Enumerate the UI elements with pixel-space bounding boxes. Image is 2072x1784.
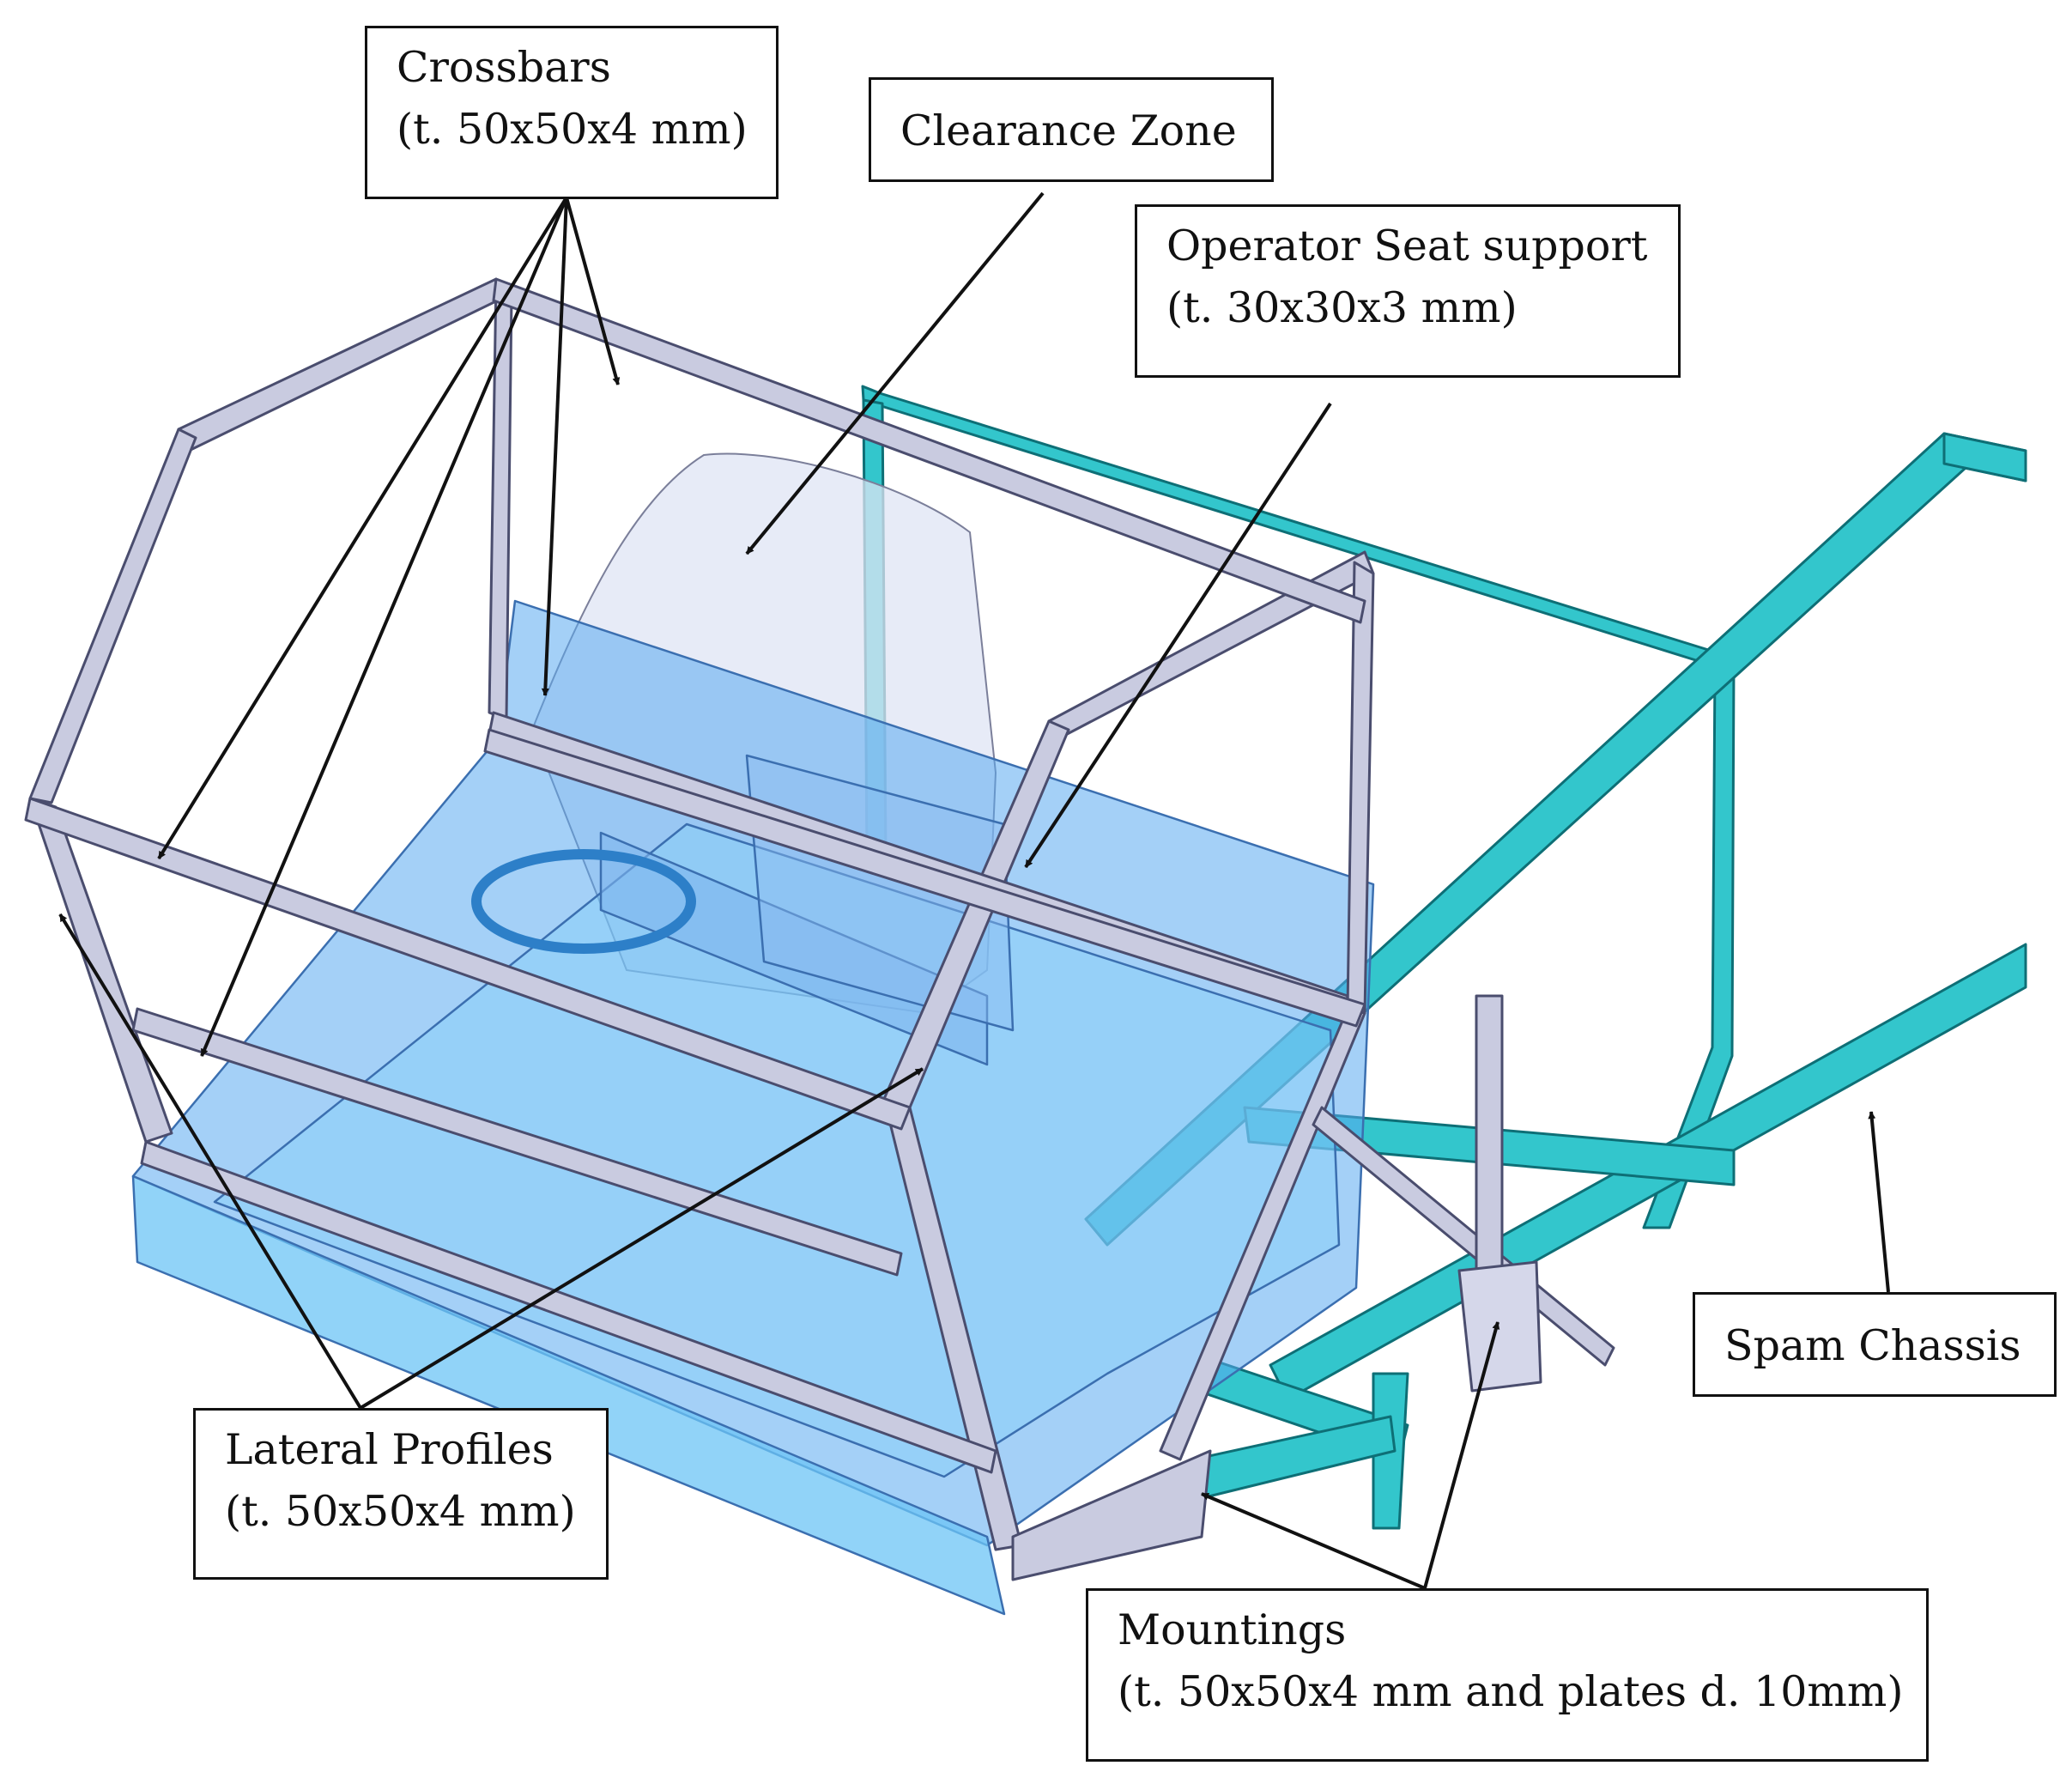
spam-chassis-title: Spam Chassis (1724, 1321, 2021, 1370)
leader-spam-chassis (1868, 1111, 1890, 1293)
crossbars-title: Crossbars (397, 43, 611, 92)
leader-mountings-2 (1423, 1321, 1500, 1589)
leader-seat-support (1024, 402, 1332, 869)
leader-crossbars-3 (157, 196, 568, 860)
lateral-profiles-title: Lateral Profiles (225, 1425, 554, 1474)
frame-left-top-bar (177, 277, 508, 452)
lateral-profiles-spec: (t. 50x50x4 mm) (225, 1487, 576, 1536)
rollover-frame (24, 277, 1375, 1551)
frame-right-top-bar (1047, 550, 1375, 742)
leader-lines (58, 191, 1890, 1590)
seat-support-spec: (t. 30x30x3 mm) (1166, 283, 1518, 332)
chassis-top-end-rail (1942, 432, 2027, 482)
frame-inner-rail (483, 728, 1366, 1028)
leader-crossbars-2 (541, 197, 568, 696)
cabin-inner-floor (213, 822, 1341, 1478)
crossbars-spec: (t. 50x50x4 mm) (397, 105, 748, 154)
mounting-vertical-post (1475, 994, 1504, 1281)
cabin-front-panel (131, 1174, 1006, 1616)
frame-left-upper-diag (28, 428, 197, 804)
mountings-spec: (t. 50x50x4 mm and plates d. 10mm) (1118, 1667, 1904, 1716)
seat-support-title: Operator Seat support (1166, 221, 1648, 270)
mountings-title: Mountings (1118, 1605, 1347, 1654)
mounting-bracket (1457, 1260, 1542, 1393)
chassis-rear-frame-top (861, 385, 1736, 676)
frame-left-rear-post (488, 277, 513, 721)
leader-mountings-1 (1201, 1492, 1426, 1590)
crossbar-bottom (140, 1140, 997, 1474)
leader-crossbars-1 (565, 197, 621, 385)
callout-clearance-zone: Clearance Zone (869, 77, 1274, 182)
seat-base (599, 831, 989, 1066)
leader-crossbars-4 (200, 197, 568, 1057)
crossbar-lower (131, 1007, 903, 1277)
leader-lateral-1 (58, 913, 362, 1410)
callout-mountings: Mountings (t. 50x50x4 mm and plates d. 1… (1086, 1588, 1929, 1762)
callout-crossbars: Crossbars (t. 50x50x4 mm) (365, 26, 779, 199)
callout-lateral-profiles: Lateral Profiles (t. 50x50x4 mm) (193, 1408, 609, 1580)
leader-clearance-zone (745, 191, 1045, 555)
callout-seat-support: Operator Seat support (t. 30x30x3 mm) (1135, 204, 1681, 378)
crossbar-top (492, 277, 1366, 624)
chassis-front-bracket (1191, 1415, 1396, 1500)
mountings (1011, 994, 1615, 1581)
clearance-zone-title: Clearance Zone (900, 106, 1237, 155)
crossbar-middle (24, 797, 912, 1131)
callout-spam-chassis: Spam Chassis (1693, 1292, 2057, 1397)
steering-wheel (471, 849, 696, 954)
mounting-plate (1011, 1449, 1212, 1581)
leader-lateral-2 (359, 1067, 924, 1410)
